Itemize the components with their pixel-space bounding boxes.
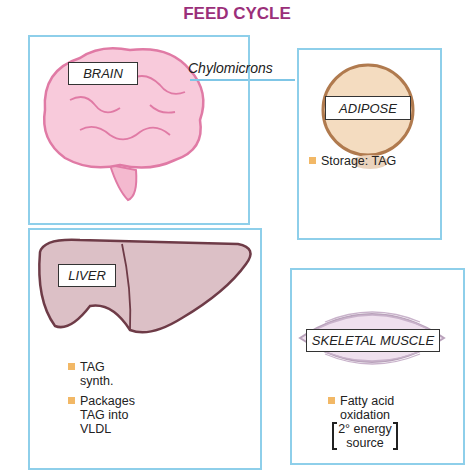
organ-name: ADIPOSE bbox=[339, 101, 397, 116]
bracket-tick bbox=[332, 448, 337, 450]
bracket-note: 2° energy source bbox=[332, 422, 398, 450]
bullet-item: Storage: TAG bbox=[321, 154, 431, 168]
bullet-item: Packages TAG into VLDL bbox=[80, 394, 144, 436]
bullet-square bbox=[328, 397, 335, 404]
note-text: Packages TAG into VLDL bbox=[80, 394, 144, 436]
organ-label: ADIPOSE bbox=[325, 96, 411, 120]
flow-label: Chylomicrons bbox=[188, 60, 273, 76]
bracket-tick bbox=[332, 422, 337, 424]
bullet-item: TAG synth. bbox=[80, 360, 130, 388]
note-text: TAG synth. bbox=[80, 360, 130, 388]
brain-drawing bbox=[44, 48, 203, 200]
note-text: Fatty acid oxidation bbox=[340, 394, 424, 422]
bullet-item: Fatty acid oxidation bbox=[340, 394, 424, 422]
organ-label: LIVER bbox=[58, 264, 116, 287]
muscle-drawing bbox=[300, 312, 444, 364]
bullet-square bbox=[309, 157, 316, 164]
adipose-cell bbox=[323, 65, 413, 155]
organ-label: BRAIN bbox=[68, 62, 138, 85]
organ-panel: Fatty acid oxidation2° energy source SKEL… bbox=[290, 268, 465, 465]
organ-label: SKELETAL MUSCLE bbox=[306, 329, 440, 352]
bracket-tick bbox=[393, 422, 398, 424]
liver-drawing bbox=[39, 240, 250, 333]
organ-name: SKELETAL MUSCLE bbox=[312, 333, 434, 348]
diagram-title: FEED CYCLE bbox=[0, 4, 474, 24]
note-text: Storage: TAG bbox=[321, 154, 431, 168]
bullet-square bbox=[68, 397, 75, 404]
bullet-square bbox=[68, 363, 75, 370]
underline bbox=[190, 79, 295, 81]
bracket-tick bbox=[393, 448, 398, 450]
organ-name: LIVER bbox=[68, 268, 106, 283]
note-text: 2° energy source bbox=[332, 422, 398, 450]
organ-panel: Storage: TAG ADIPOSE bbox=[297, 48, 442, 240]
organ-panel: TAG synth. Packages TAG into VLDL LIVER bbox=[28, 228, 262, 470]
organ-name: BRAIN bbox=[83, 66, 123, 81]
